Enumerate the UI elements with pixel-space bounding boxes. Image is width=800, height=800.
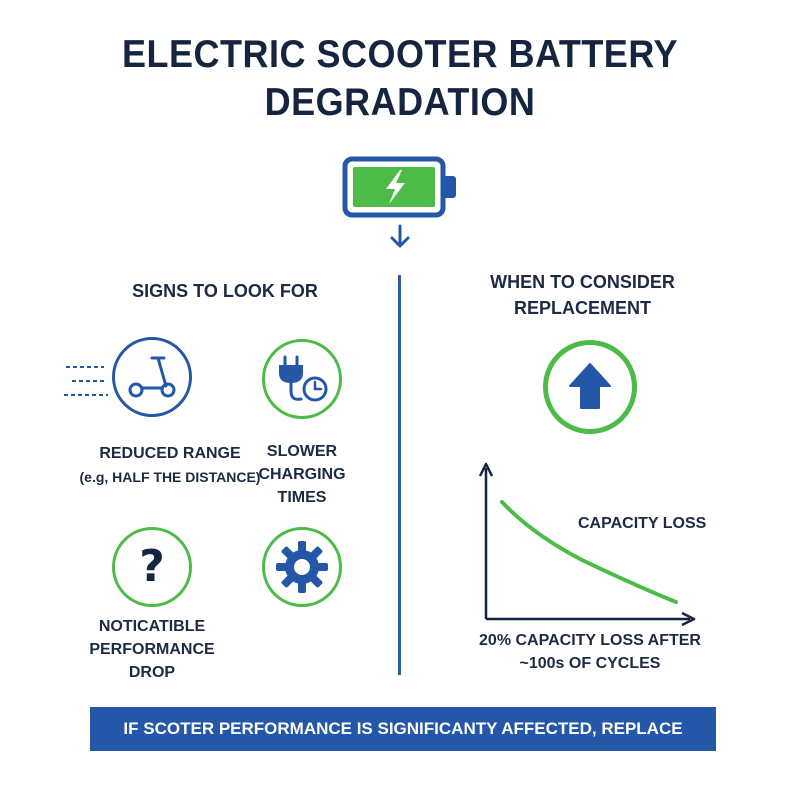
reduced-range-label: REDUCED RANGE: [99, 445, 241, 462]
vertical-divider: [398, 275, 401, 675]
capacity-loss-curve: [500, 500, 678, 604]
reduced-range-icon-group: [62, 337, 202, 417]
replace-battery-banner: IF SCOTER PERFORMANCE IS SIGNIFICANTY AF…: [90, 707, 716, 782]
signs-heading: SIGNS TO LOOK FOR: [132, 281, 318, 301]
page-title-line-2: DEGRADATION: [264, 79, 536, 124]
reduced-range-sublabel: (e.g, HALF THE DISTANCE): [79, 469, 261, 485]
graph-caption-line-1: 20% CAPACITY LOSS AFTER: [479, 632, 701, 649]
up-arrow-icon: [543, 340, 637, 434]
plug-clock-icon: [262, 339, 342, 419]
graph-y-axis-arrow: [478, 462, 494, 477]
slower-charging-label-line-3: TIMES: [277, 489, 327, 506]
page-title-line-1: ELECTRIC SCOOTER BATTERY: [121, 31, 678, 76]
replacement-heading-line-2: REPLACEMENT: [513, 298, 651, 318]
performance-drop-label-line-3: DROP: [128, 664, 176, 681]
capacity-loss-graph: [472, 456, 702, 627]
battery-icon: [342, 156, 460, 218]
performance-drop-label-line-1: NOTICATIBLE: [98, 618, 206, 635]
speed-lines-icon: [64, 366, 108, 396]
graph-caption-line-2: ~100s OF CYCLES: [519, 655, 661, 672]
performance-drop-label-line-2: PERFORMANCE: [89, 641, 215, 658]
slower-charging-label-line-1: SLOWER: [266, 443, 338, 460]
question-mark-icon: ?: [112, 527, 192, 607]
graph-x-axis-arrow: [681, 611, 696, 627]
scooter-icon: [112, 337, 192, 417]
slower-charging-label-line-2: CHARGING: [258, 466, 346, 483]
capacity-loss-curve-label: CAPACITY LOSS: [578, 515, 707, 532]
down-arrow-icon: [388, 224, 412, 250]
gear-icon: [262, 527, 342, 607]
replacement-heading-line-1: WHEN TO CONSIDER: [490, 272, 675, 292]
